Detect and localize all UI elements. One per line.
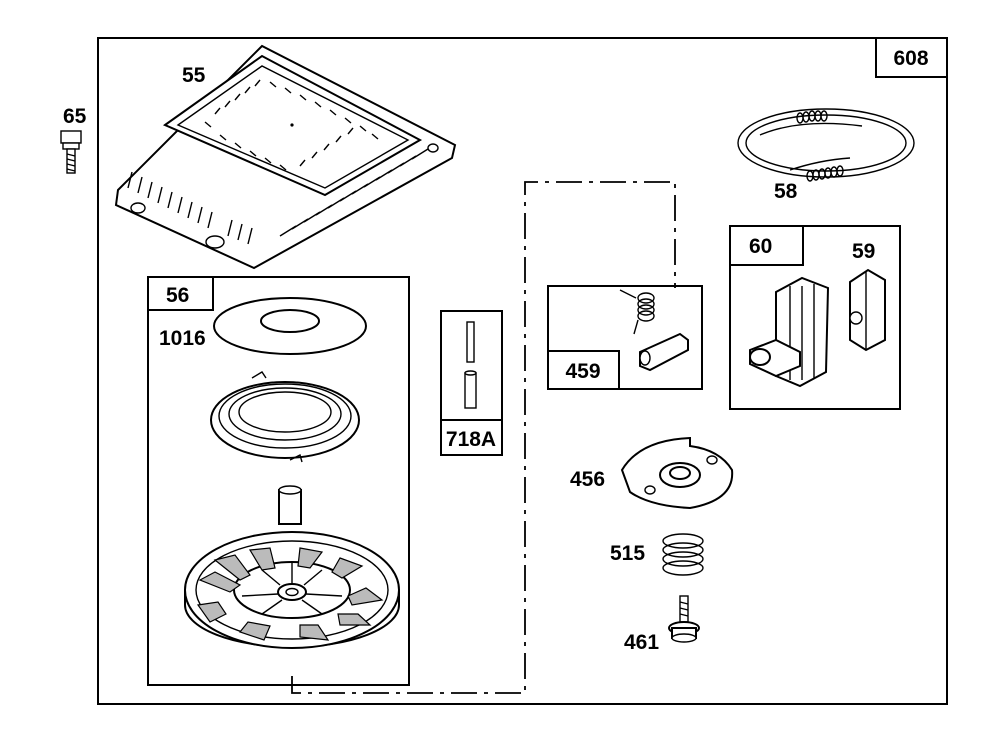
starter-assembly-frame bbox=[147, 276, 410, 686]
ratchet-spring bbox=[619, 289, 655, 335]
part-label-60: 60 bbox=[749, 235, 772, 258]
part-box-56 bbox=[147, 276, 214, 311]
part-box-459 bbox=[547, 350, 620, 390]
starter-pulley bbox=[184, 531, 400, 649]
diagram-number: 608 bbox=[893, 47, 928, 70]
part-label-456: 456 bbox=[570, 468, 605, 491]
starter-bushing bbox=[278, 485, 302, 525]
part-label-56: 56 bbox=[166, 284, 189, 307]
diagram-frame bbox=[97, 37, 948, 705]
part-label-59: 59 bbox=[852, 240, 875, 263]
part-label-55: 55 bbox=[182, 64, 206, 87]
part-frame-459 bbox=[547, 285, 703, 390]
ratchet-dog bbox=[639, 332, 689, 372]
diagram-number-box: 608 bbox=[875, 37, 948, 78]
assembly-connector-line bbox=[291, 181, 676, 694]
compression-spring-515 bbox=[662, 533, 704, 576]
starter-rope-58 bbox=[737, 108, 915, 182]
starter-handle-60 bbox=[749, 276, 830, 388]
screw-461 bbox=[668, 595, 700, 643]
part-label-459: 459 bbox=[565, 360, 600, 383]
handle-group-frame bbox=[729, 225, 901, 410]
blower-housing-55 bbox=[114, 44, 457, 270]
handle-insert-59 bbox=[849, 268, 886, 352]
washer-1016 bbox=[213, 297, 367, 355]
part-label-1016: 1016 bbox=[159, 327, 206, 350]
roll-pin-718A bbox=[464, 321, 477, 409]
retainer-456 bbox=[620, 436, 734, 510]
part-box-60 bbox=[729, 225, 804, 266]
bolt-65 bbox=[60, 130, 82, 174]
part-label-515: 515 bbox=[610, 542, 645, 565]
part-label-718A: 718A bbox=[446, 428, 496, 451]
part-label-461: 461 bbox=[624, 631, 659, 654]
rewind-spring bbox=[210, 371, 360, 463]
part-box-718A bbox=[440, 419, 503, 456]
part-label-65: 65 bbox=[63, 105, 87, 128]
part-label-58: 58 bbox=[774, 180, 798, 203]
